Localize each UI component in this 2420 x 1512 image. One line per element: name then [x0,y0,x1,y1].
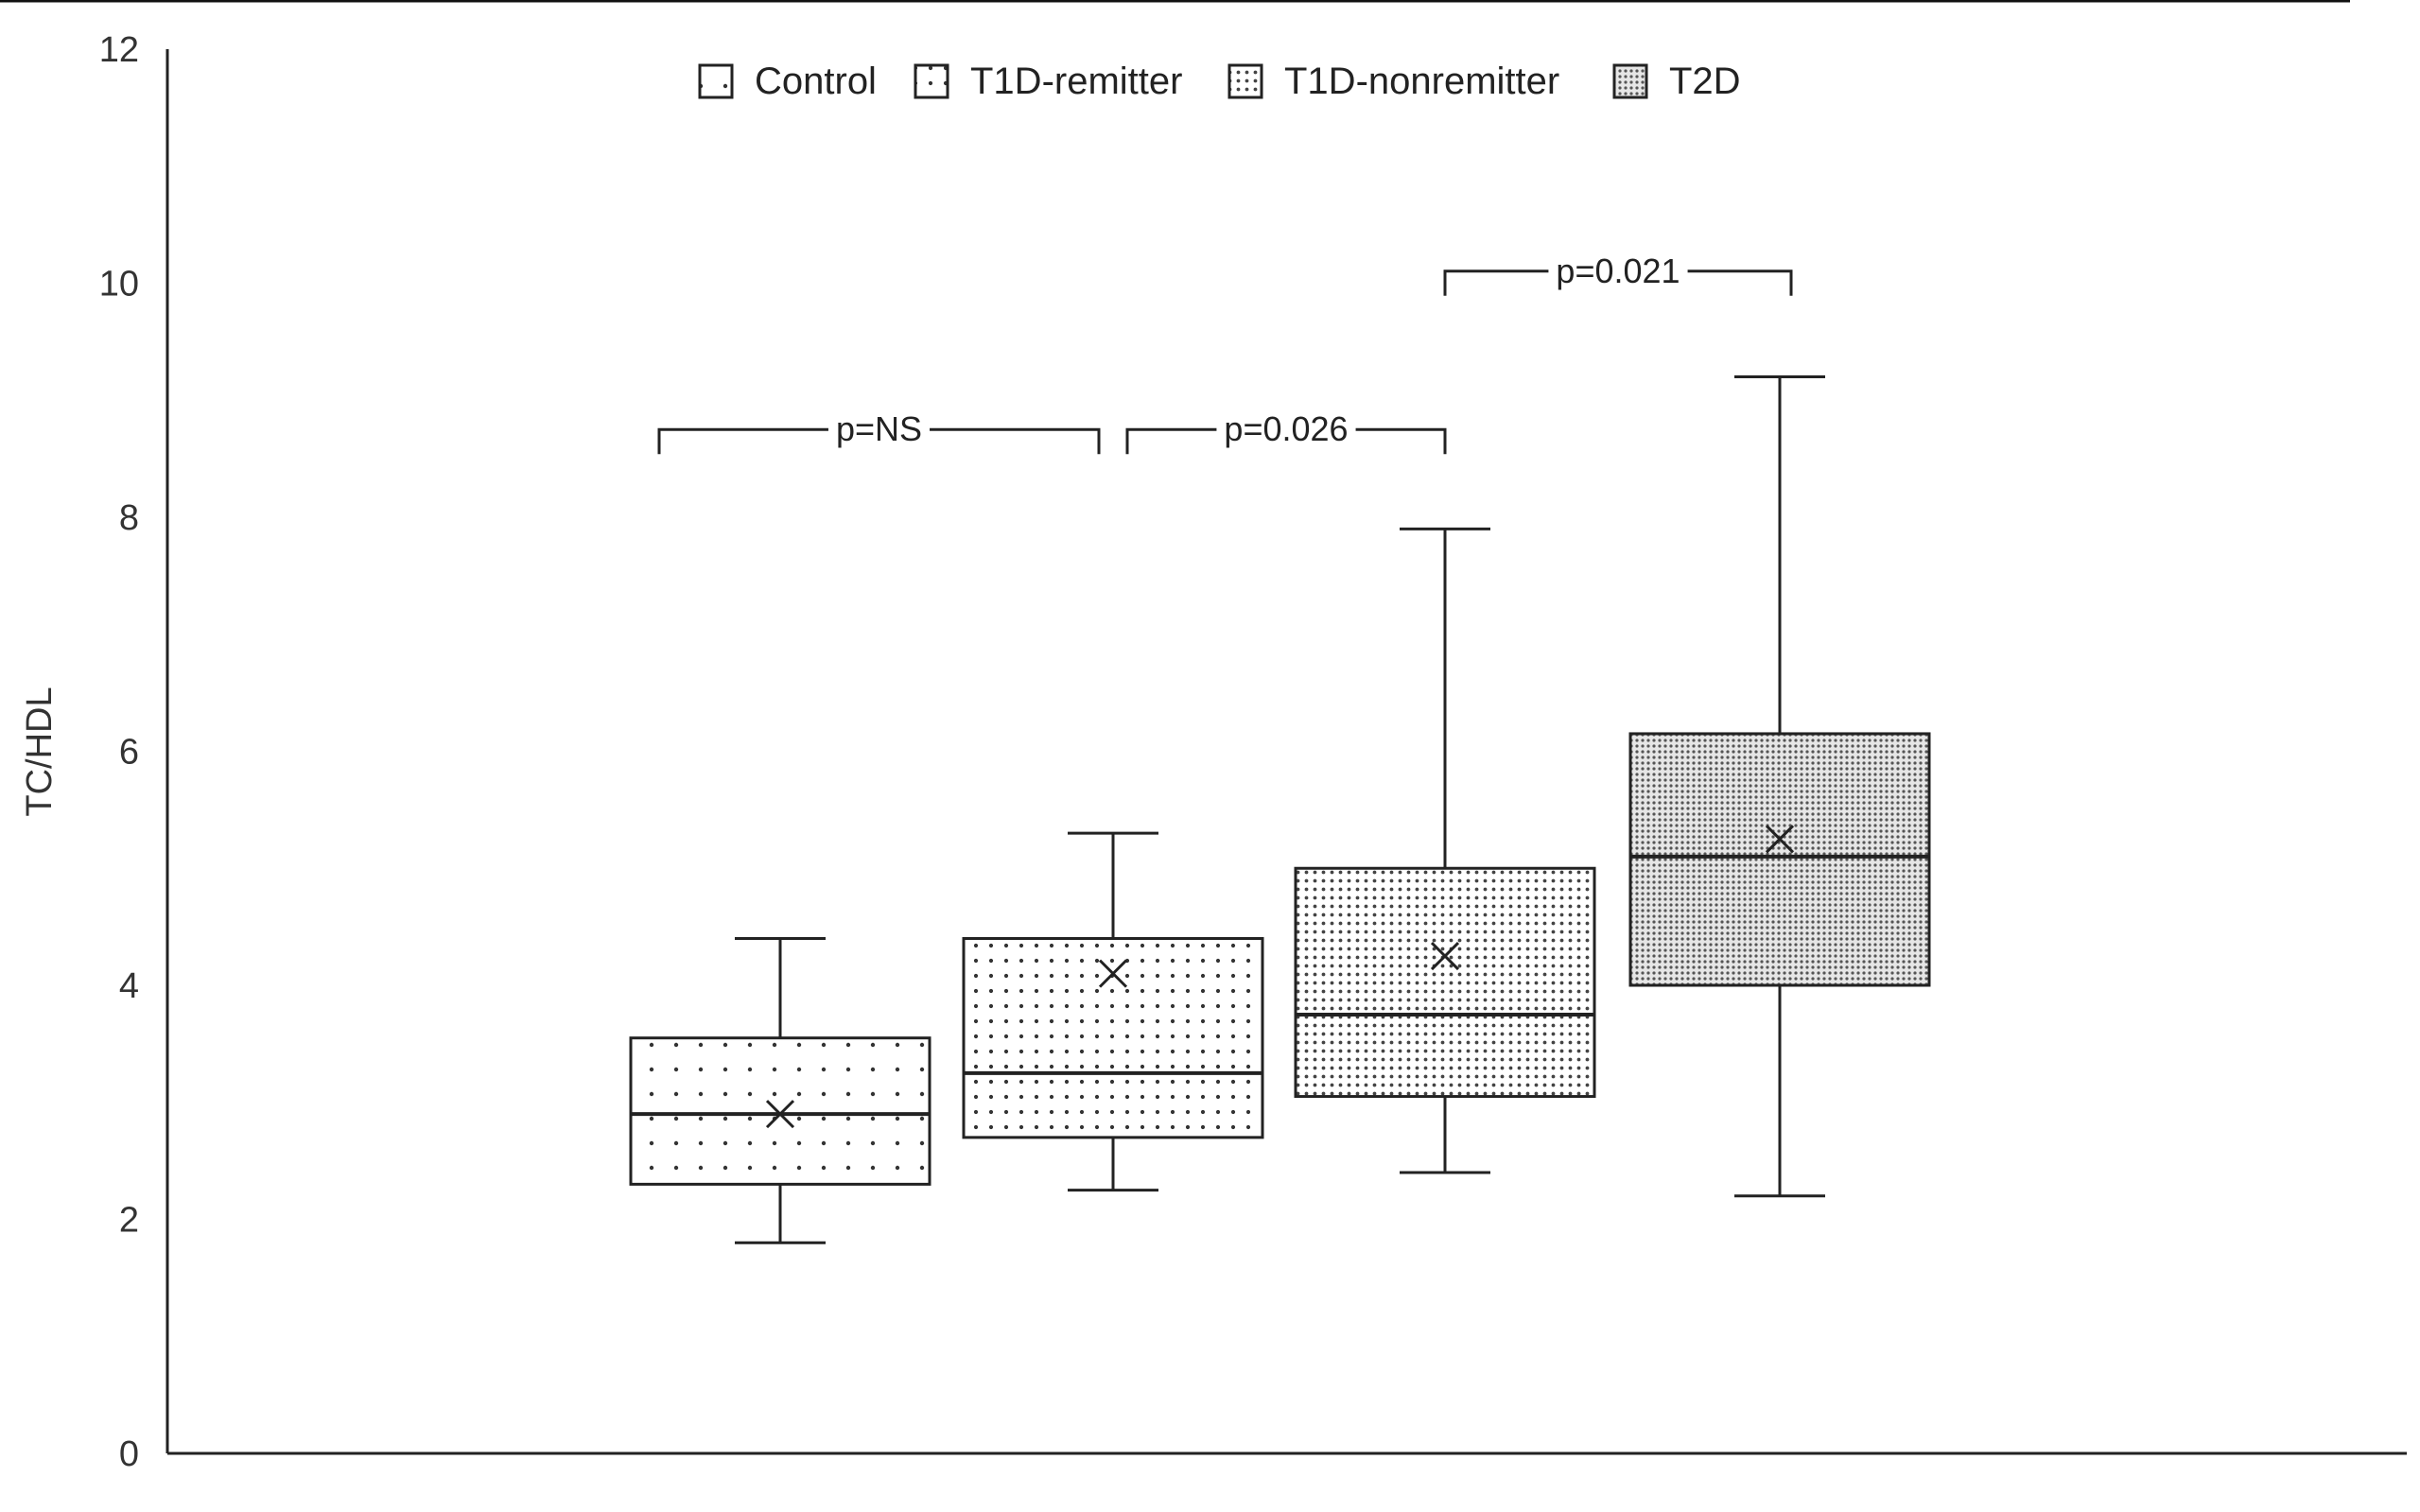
y-tick-label: 6 [119,733,139,773]
legend-swatch [1612,63,1648,99]
legend-item: T1D-nonremitter [1227,61,1559,102]
y-tick-label: 2 [119,1201,139,1241]
legend-item: T2D [1612,61,1741,102]
bracket-line [1125,427,1447,455]
y-tick-label: 12 [99,30,139,70]
box-iqr [1294,866,1596,1099]
p-value-label: p=0.026 [1224,409,1348,448]
legend-swatch [914,63,949,99]
y-tick-label: 8 [119,498,139,538]
y-tick-label: 4 [119,966,139,1006]
significance-bracket: p=0.021 [1443,252,1793,296]
box-iqr [629,1036,931,1186]
p-value-label: p=0.021 [1556,252,1680,290]
legend-label: T1D-nonremitter [1284,61,1559,102]
box-control [629,937,931,1244]
box-series [629,375,1931,1244]
legend: Control T1D-remitter T1D-nonremitter T2D [698,61,1741,102]
p-value-label: p=NS [836,409,922,448]
legend-swatch [1227,63,1263,99]
bracket-line [657,427,1101,455]
bracket-line [1443,269,1793,296]
mean-marker [765,1100,795,1129]
y-axis-ticks: 0 2 4 6 8 10 12 [99,30,139,1474]
box-t2d [1628,375,1931,1198]
significance-brackets: p=NS p=0.026 p=0.021 [657,252,1793,455]
legend-swatch [698,63,734,99]
mean-marker [1098,959,1128,988]
box-t1d-nonremitter [1294,527,1596,1174]
mean-marker [1765,825,1795,854]
legend-item: T1D-remitter [914,61,1182,102]
legend-item: Control [698,61,877,102]
box-iqr [1628,732,1931,987]
box-t1d-remitter [962,831,1264,1192]
legend-label: T1D-remitter [970,61,1182,102]
y-tick-label: 0 [119,1434,139,1474]
legend-label: Control [755,61,877,102]
y-axis-title: TC/HDL [20,686,60,816]
box-iqr [962,937,1264,1139]
y-tick-label: 10 [99,265,139,304]
significance-bracket: p=NS [657,409,1101,455]
significance-bracket: p=0.026 [1125,409,1447,455]
mean-marker [1430,942,1460,971]
legend-label: T2D [1669,61,1741,102]
